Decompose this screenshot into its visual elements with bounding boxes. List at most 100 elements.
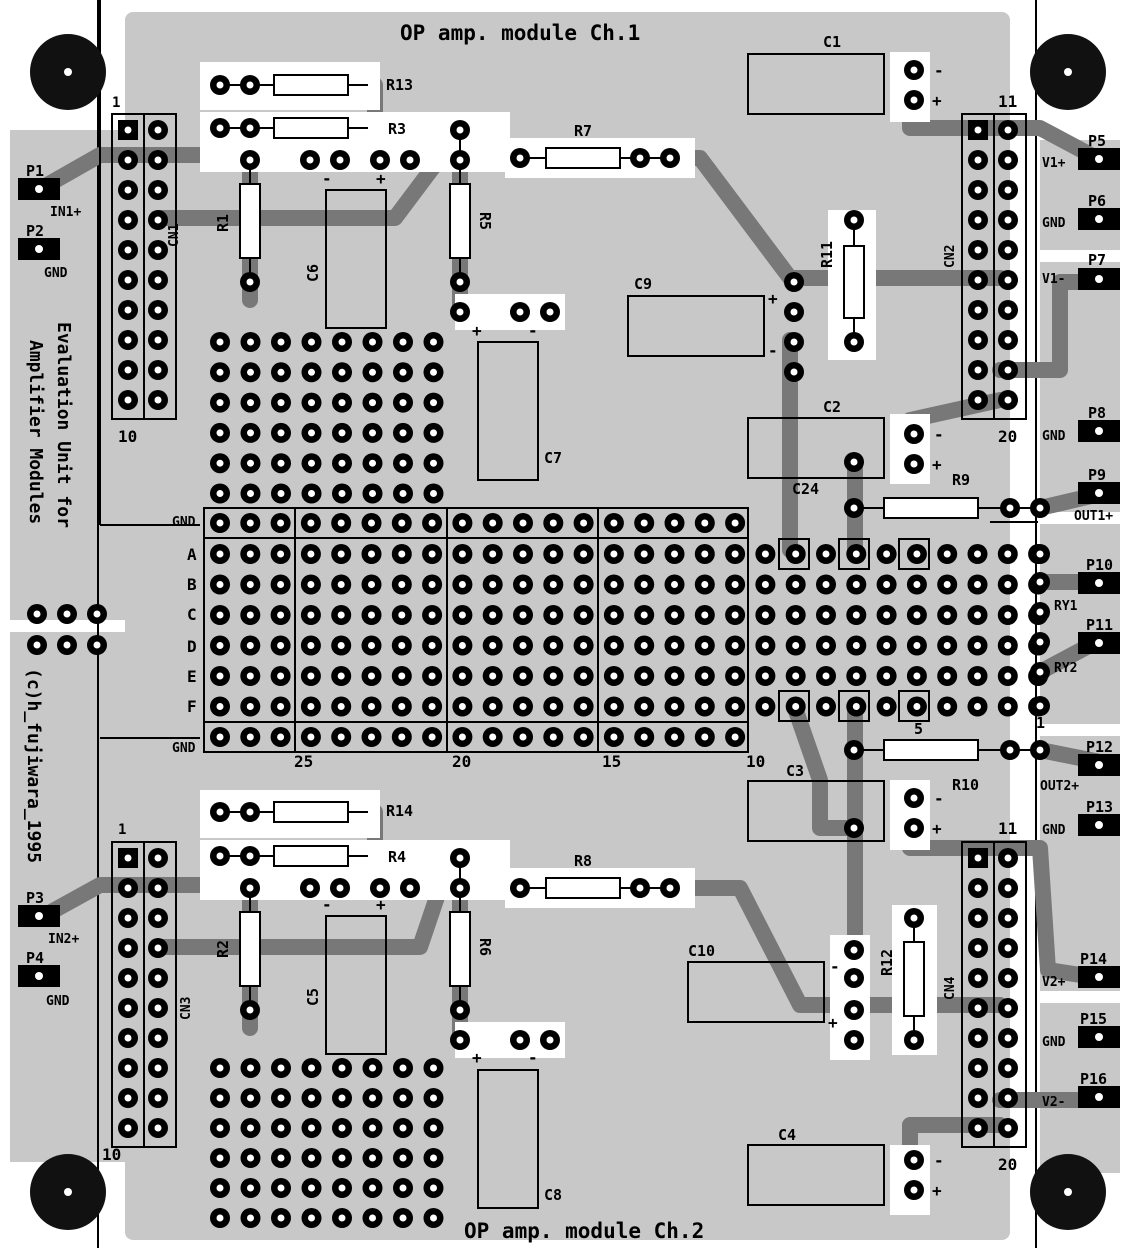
pad-drill <box>1095 1093 1103 1101</box>
pad-drill <box>338 1184 346 1192</box>
pad-drill <box>640 611 648 619</box>
pad-drill <box>792 703 800 710</box>
pad-drill <box>124 884 132 892</box>
pad-drill <box>974 884 982 892</box>
pad-drill <box>246 156 254 164</box>
pad-drill <box>216 642 224 649</box>
r14-label: R14 <box>386 802 413 820</box>
pad-drill <box>943 611 951 619</box>
pad-drill <box>519 611 527 619</box>
pad-drill <box>1006 746 1014 754</box>
pad-drill <box>338 1214 346 1222</box>
r4-label: R4 <box>388 848 406 866</box>
pad-drill <box>307 581 315 588</box>
pad-drill <box>549 733 557 741</box>
p12-label: P12 <box>1086 738 1113 756</box>
pad-drill <box>246 519 254 527</box>
pad-drill <box>336 884 344 892</box>
p15-label: P15 <box>1080 1010 1107 1028</box>
pad-drill <box>549 642 557 649</box>
copper-plane-left-top <box>10 130 165 620</box>
pad-drill <box>731 733 739 741</box>
pad-drill <box>519 550 527 558</box>
pad-drill <box>790 278 798 286</box>
pad-drill <box>1006 504 1014 512</box>
c6-plus: + <box>376 169 386 188</box>
pad-drill <box>430 399 437 407</box>
pad-drill <box>580 611 588 619</box>
c9-body <box>627 295 765 357</box>
mounting-hole-drill <box>64 1188 72 1196</box>
pad-drill <box>1036 608 1044 616</box>
pad-drill <box>154 854 162 862</box>
pad-drill <box>338 490 346 497</box>
pad-drill <box>852 672 860 680</box>
pad-drill <box>430 429 437 437</box>
pad-drill <box>516 154 524 162</box>
p8-label: P8 <box>1088 404 1106 422</box>
pad-drill <box>974 306 982 314</box>
pad-drill <box>35 185 43 193</box>
cn1-label: CN1 <box>167 223 182 247</box>
pad-drill <box>974 1124 982 1132</box>
ic-pin-marker <box>838 538 870 570</box>
pad-drill <box>277 1214 285 1222</box>
pad-drill <box>216 611 224 619</box>
pad-drill <box>369 338 376 346</box>
pad-drill <box>1004 246 1012 254</box>
pad-drill <box>731 703 739 710</box>
pad-drill <box>216 1094 224 1102</box>
pad-drill <box>974 1094 982 1102</box>
pad-drill <box>430 459 437 467</box>
pad-drill <box>974 974 982 982</box>
pad-drill <box>610 733 618 741</box>
pad-drill <box>308 1154 315 1162</box>
pad-drill <box>246 808 254 816</box>
pad-drill <box>640 672 648 680</box>
pad-drill <box>307 611 315 619</box>
pad-drill <box>1095 761 1103 769</box>
copyright-text: (c)h_fujiwara_1995 <box>23 668 44 863</box>
pad-drill <box>277 399 285 407</box>
ic-pin-marker <box>838 690 870 722</box>
pad-drill <box>731 550 739 558</box>
pad-drill <box>430 1154 437 1162</box>
pad-drill <box>580 550 588 558</box>
pad-drill <box>430 1124 437 1132</box>
pad-drill <box>216 581 224 588</box>
out1-label: OUT1+ <box>1074 509 1113 524</box>
pad-drill <box>519 672 527 680</box>
pad-drill <box>458 550 466 558</box>
c4-body <box>747 1144 885 1206</box>
r2-body <box>239 911 261 987</box>
pad-drill <box>850 504 858 512</box>
pad-drill <box>1004 944 1012 952</box>
pad-drill <box>1004 672 1012 680</box>
p5-label: P5 <box>1088 132 1106 150</box>
pad-drill <box>277 672 285 680</box>
pad-drill <box>247 1064 254 1072</box>
p1-label: P1 <box>26 162 44 180</box>
pad-drill <box>124 246 132 254</box>
pad-drill <box>399 338 407 346</box>
r10-label: R10 <box>952 776 979 794</box>
pad-drill <box>124 974 132 982</box>
pad-drill <box>247 368 254 376</box>
pad-drill <box>910 794 918 802</box>
pad-drill <box>1004 914 1012 922</box>
pad-drill <box>398 611 406 619</box>
c5-label: C5 <box>304 988 322 1006</box>
pad-drill <box>519 733 527 741</box>
pad-drill <box>308 1124 315 1132</box>
c6-label: C6 <box>304 264 322 282</box>
pad-drill <box>822 672 830 680</box>
pad-drill <box>456 1006 464 1014</box>
c9-plus: + <box>768 289 778 308</box>
c7-label: C7 <box>544 449 562 467</box>
pad-drill <box>216 1064 224 1072</box>
pad-drill <box>516 884 524 892</box>
cn4-label: CN4 <box>943 976 958 1000</box>
pad-drill <box>247 1214 254 1222</box>
pad-drill <box>430 368 437 376</box>
pad-drill <box>277 429 285 437</box>
